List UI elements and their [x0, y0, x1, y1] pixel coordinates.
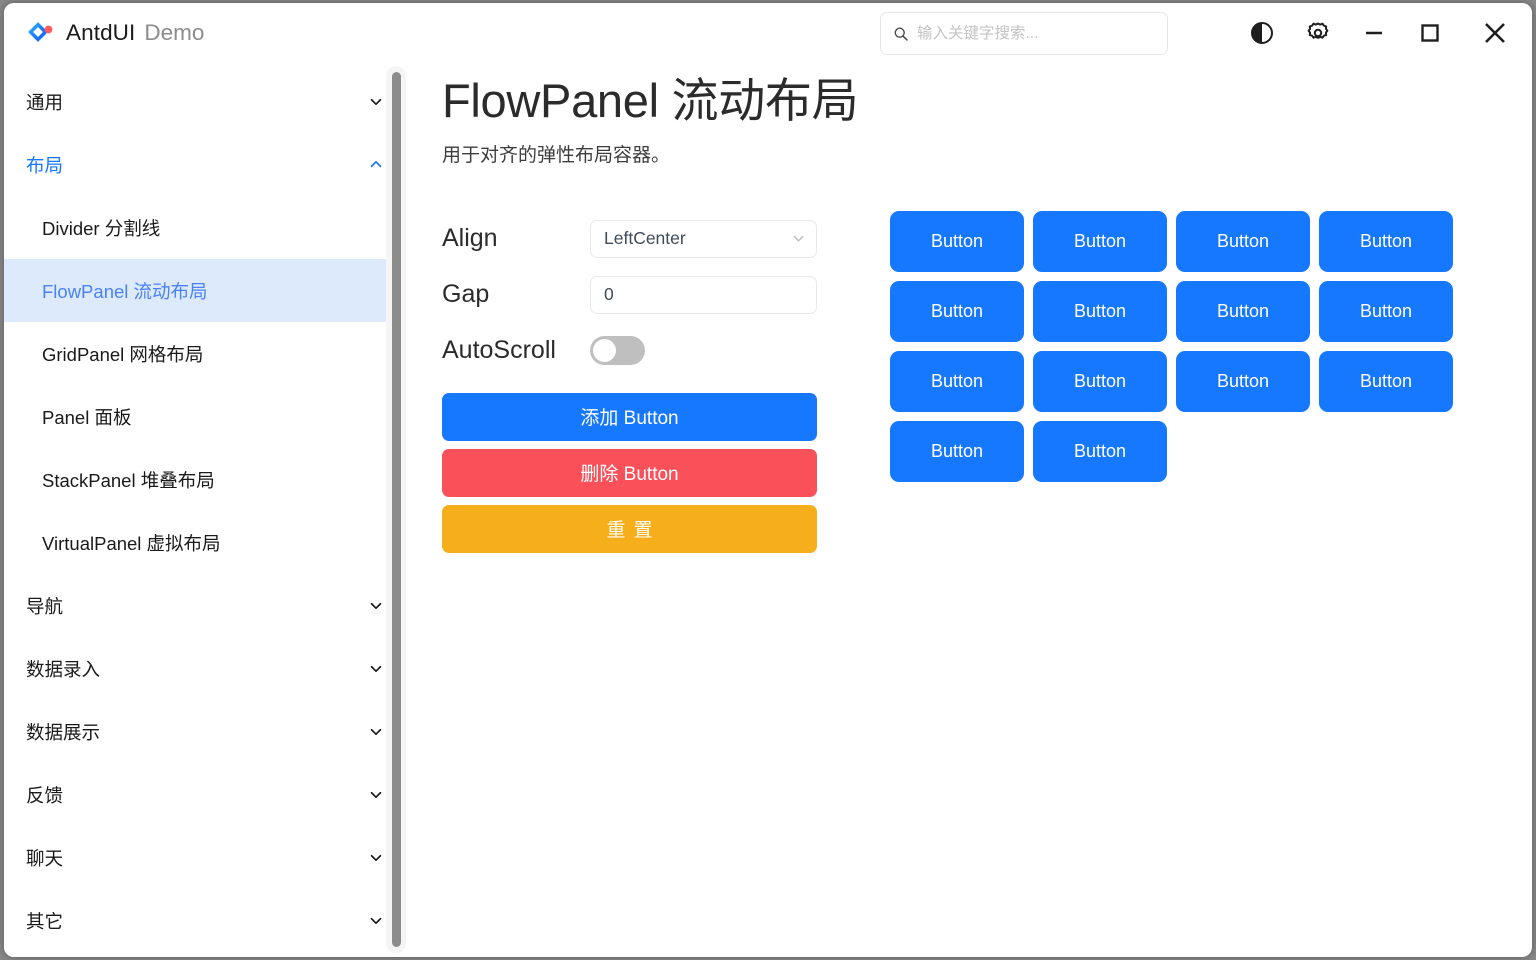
sidebar-nav-list: 通用布局 Divider 分割线 FlowPanel 流动布局 GridPanel 网… [4, 70, 406, 952]
sidebar-item-3[interactable]: FlowPanel 流动布局 [4, 259, 402, 322]
align-select-value: LeftCenter [604, 228, 686, 249]
sidebar-scrollbar-thumb[interactable] [392, 72, 401, 947]
page-title: FlowPanel 流动布局 [442, 74, 859, 127]
sidebar-item-label: StackPanel 堆叠布局 [42, 469, 215, 491]
title-bar: AntdUI Demo [4, 3, 1532, 62]
app-subtitle: Demo [144, 19, 205, 45]
search-box[interactable] [880, 12, 1168, 55]
sidebar-group-label: 其它 [26, 910, 64, 932]
sidebar-group-label: 数据展示 [26, 721, 101, 743]
controls-column: Align LeftCenter Gap [442, 211, 817, 553]
demo-row: Align LeftCenter Gap [442, 210, 1510, 553]
maximize-icon [1421, 23, 1439, 42]
flow-button[interactable]: Button [1033, 280, 1167, 342]
logo-dot-icon [44, 25, 53, 33]
sidebar-item-label: FlowPanel 流动布局 [42, 280, 208, 302]
sidebar-group-label: 反馈 [26, 784, 64, 806]
autoscroll-label: AutoScroll [442, 336, 556, 365]
sidebar-group-label: 聊天 [26, 847, 64, 869]
sidebar: 通用布局 Divider 分割线 FlowPanel 流动布局 GridPanel 网… [4, 62, 406, 957]
sidebar-item-label: Panel 面板 [42, 406, 132, 428]
sidebar-item-6[interactable]: StackPanel 堆叠布局 [4, 448, 402, 511]
sidebar-group-0[interactable]: 通用 [4, 70, 406, 133]
flow-button[interactable]: Button [1033, 350, 1167, 412]
autoscroll-toggle-knob [593, 339, 616, 363]
add-button-button[interactable]: 添加 Button [442, 392, 817, 441]
flow-button[interactable]: Button [890, 280, 1024, 342]
sidebar-group-10[interactable]: 数据展示 [4, 700, 406, 763]
flow-button[interactable]: Button [1319, 280, 1453, 342]
close-button[interactable] [1458, 3, 1532, 62]
sidebar-group-label: 通用 [26, 91, 64, 113]
sidebar-item-7[interactable]: VirtualPanel 虚拟布局 [4, 511, 402, 574]
remove-button-button[interactable]: 删除 Button [442, 448, 817, 497]
search-input[interactable] [917, 24, 1155, 43]
contrast-circle-icon [1251, 21, 1273, 44]
sidebar-item-label: GridPanel 网格布局 [42, 343, 204, 365]
reset-button[interactable]: 重置 [442, 504, 817, 553]
sidebar-item-label: VirtualPanel 虚拟布局 [42, 532, 221, 554]
chevron-down-icon [793, 236, 804, 242]
chevron-down-icon [370, 791, 382, 799]
app-title: AntdUI [66, 19, 136, 45]
chevron-down-icon [370, 665, 382, 673]
flow-button[interactable]: Button [1033, 420, 1167, 482]
sidebar-group-label: 布局 [26, 154, 64, 176]
main-body: 通用布局 Divider 分割线 FlowPanel 流动布局 GridPanel 网… [4, 62, 1532, 957]
maximize-button[interactable] [1402, 3, 1458, 62]
chevron-up-icon [370, 160, 382, 168]
content-area: FlowPanel 流动布局 用于对齐的弹性布局容器。 Align LeftCe… [406, 62, 1532, 957]
search-icon [894, 27, 908, 41]
page-description: 用于对齐的弹性布局容器。 [442, 144, 671, 166]
autoscroll-toggle[interactable] [590, 336, 645, 366]
align-label: Align [442, 224, 498, 253]
align-control-row: Align LeftCenter [442, 211, 817, 267]
sidebar-group-1[interactable]: 布局 [4, 133, 406, 196]
chevron-down-icon [370, 602, 382, 610]
flow-button[interactable]: Button [890, 350, 1024, 412]
flow-button[interactable]: Button [1319, 350, 1453, 412]
flow-button[interactable]: Button [1176, 350, 1310, 412]
flow-button[interactable]: Button [1033, 210, 1167, 272]
close-icon [1485, 22, 1505, 43]
gap-control-row: Gap [442, 267, 817, 323]
gear-icon [1307, 22, 1329, 39]
sidebar-group-13[interactable]: 其它 [4, 889, 406, 952]
sidebar-group-label: 数据录入 [26, 658, 101, 680]
window-controls [1234, 3, 1532, 62]
flow-button[interactable]: Button [890, 420, 1024, 482]
sidebar-item-5[interactable]: Panel 面板 [4, 385, 402, 448]
sidebar-item-4[interactable]: GridPanel 网格布局 [4, 322, 402, 385]
sidebar-group-label: 导航 [26, 595, 64, 617]
theme-toggle-button[interactable] [1234, 3, 1290, 62]
chevron-down-icon [370, 854, 382, 862]
minimize-icon [1366, 31, 1382, 34]
app-window: AntdUI Demo [4, 3, 1532, 957]
gap-input[interactable] [590, 275, 817, 314]
settings-button[interactable] [1290, 3, 1346, 62]
sidebar-group-8[interactable]: 导航 [4, 574, 406, 637]
sidebar-scrollbar[interactable] [386, 66, 406, 953]
flow-button[interactable]: Button [890, 210, 1024, 272]
sidebar-group-9[interactable]: 数据录入 [4, 637, 406, 700]
align-select[interactable]: LeftCenter [590, 219, 817, 258]
antdui-logo-icon [24, 18, 54, 48]
flow-button[interactable]: Button [1176, 210, 1310, 272]
gap-label: Gap [442, 280, 490, 309]
sidebar-item-label: Divider 分割线 [42, 217, 161, 239]
flow-button[interactable]: Button [1319, 210, 1453, 272]
flow-button[interactable]: Button [1176, 280, 1310, 342]
logo-diamond-shape [28, 21, 48, 42]
sidebar-item-2[interactable]: Divider 分割线 [4, 196, 402, 259]
sidebar-group-12[interactable]: 聊天 [4, 826, 406, 889]
chevron-down-icon [370, 98, 382, 106]
sidebar-group-11[interactable]: 反馈 [4, 763, 406, 826]
autoscroll-control-row: AutoScroll [442, 323, 817, 379]
chevron-down-icon [370, 728, 382, 736]
chevron-down-icon [370, 917, 382, 925]
minimize-button[interactable] [1346, 3, 1402, 62]
